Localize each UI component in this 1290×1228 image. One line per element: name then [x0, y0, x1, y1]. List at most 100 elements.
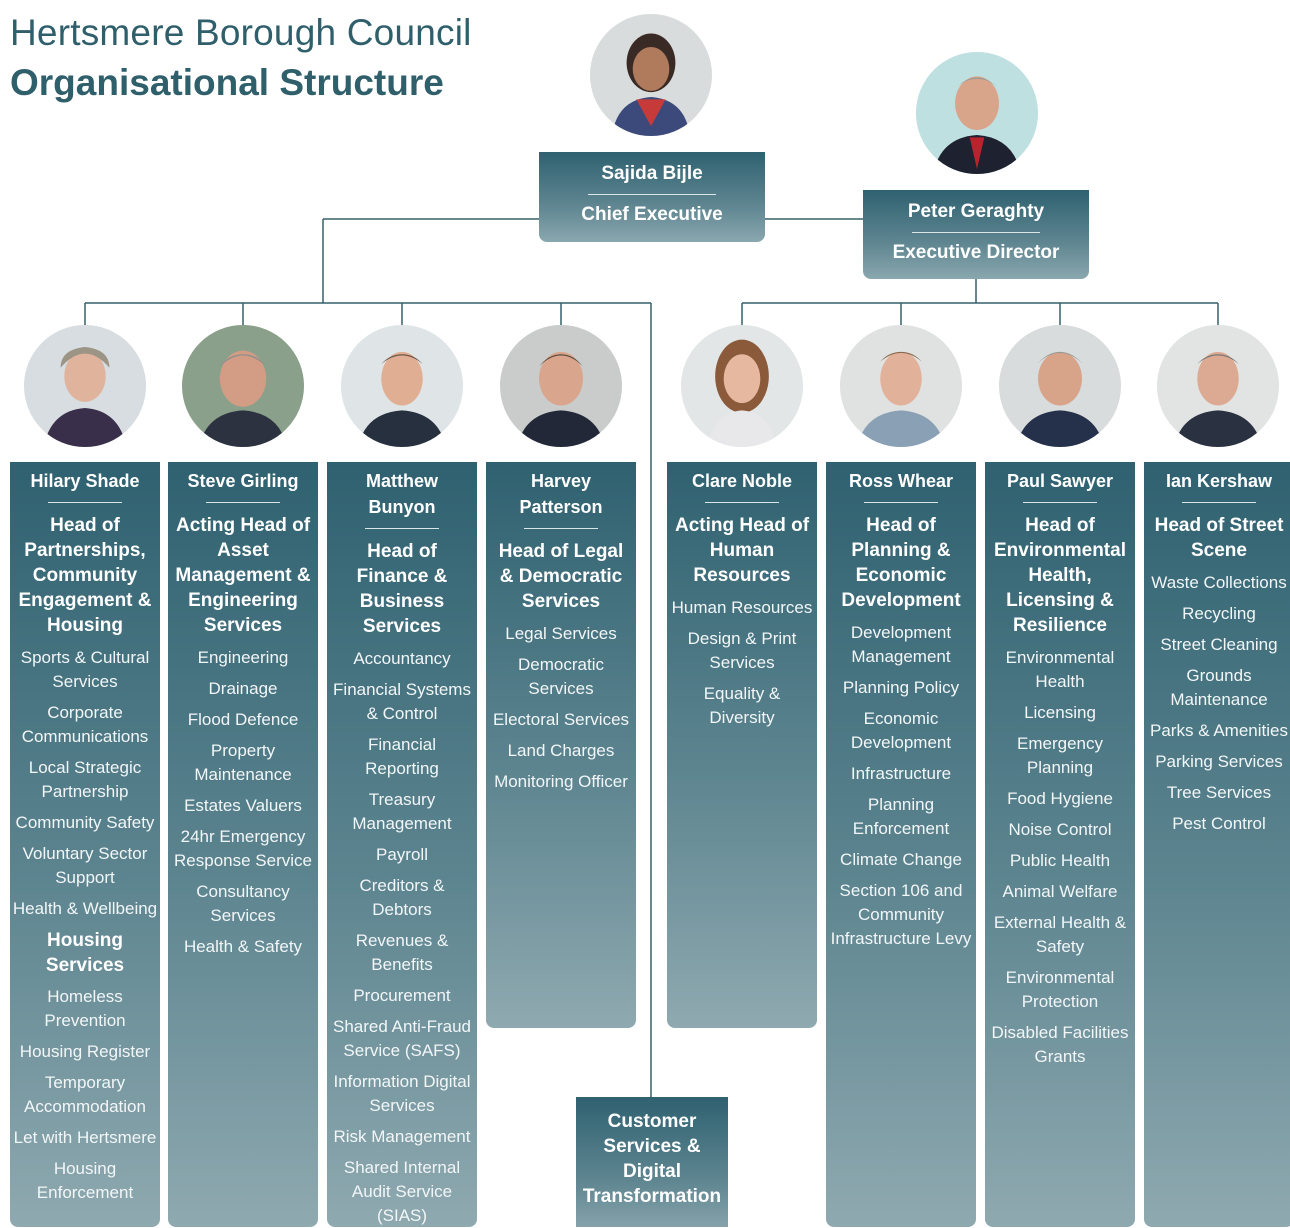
head-name: Harvey Patterson: [519, 471, 603, 517]
service-item: Health & Safety: [183, 937, 303, 956]
service-item: Environmental Health: [1005, 648, 1115, 691]
service-item: Recycling: [1182, 604, 1256, 623]
head-name: Ross Whear: [848, 471, 954, 491]
service-item: Risk Management: [333, 1127, 471, 1146]
service-item: Shared Internal Audit Service (SIAS): [343, 1158, 461, 1225]
service-item: Tree Services: [1166, 783, 1272, 802]
divider: [524, 528, 598, 529]
divider: [705, 502, 779, 503]
service-item: Land Charges: [507, 741, 615, 760]
service-item: Climate Change: [840, 850, 962, 869]
executive-director-box: Peter Geraghty Executive Director: [863, 190, 1089, 279]
service-item: 24hr Emergency Response Service: [174, 827, 312, 870]
chief-executive-name: Sajida Bijle: [601, 163, 703, 184]
service-item: Voluntary Sector Support: [22, 844, 148, 887]
service-item: Democratic Services: [518, 655, 604, 698]
head-photo: [24, 325, 146, 447]
head-name: Ian Kershaw: [1165, 471, 1273, 491]
service-item: Licensing: [1024, 703, 1096, 722]
service-item: Design & Print Services: [687, 629, 797, 672]
service-item: Accountancy: [353, 649, 451, 668]
service-item: Drainage: [208, 679, 278, 698]
service-list: Waste Collections Recycling Street Clean…: [1144, 571, 1290, 836]
column-ian-kershaw: Ian Kershaw Head of Street Scene Waste C…: [1144, 462, 1290, 1227]
service-item: Property Maintenance: [194, 741, 292, 784]
service-list: Sports & Cultural Services Corporate Com…: [10, 646, 160, 1205]
service-list: Accountancy Financial Systems & Control …: [327, 647, 477, 1228]
service-item: Housing Enforcement: [36, 1159, 134, 1202]
divider: [1182, 502, 1256, 503]
service-item: Estates Valuers: [184, 796, 302, 815]
service-item: Health & Wellbeing: [12, 899, 158, 918]
chief-executive-photo: [590, 14, 712, 136]
service-item: Sports & Cultural Services: [20, 648, 150, 691]
head-role: Head of Finance & Business Services: [356, 541, 448, 637]
service-item: Equality & Diversity: [703, 684, 781, 727]
service-item: Food Hygiene: [1007, 789, 1113, 808]
head-photo: [341, 325, 463, 447]
service-item: Emergency Planning: [1017, 734, 1103, 777]
head-photo: [1157, 325, 1279, 447]
executive-director-role: Executive Director: [892, 242, 1060, 263]
service-item: Local Strategic Partnership: [28, 758, 142, 801]
service-item: Monitoring Officer: [494, 772, 628, 791]
head-photo: [182, 325, 304, 447]
service-item: Animal Welfare: [1002, 882, 1118, 901]
head-role: Acting Head of Asset Management & Engine…: [175, 515, 311, 636]
service-item: Grounds Maintenance: [1170, 666, 1268, 709]
title-line-1: Hertsmere Borough Council: [10, 12, 472, 53]
divider: [206, 502, 280, 503]
column-clare-noble: Clare Noble Acting Head of Human Resourc…: [667, 462, 817, 1028]
service-item: Temporary Accommodation: [24, 1073, 146, 1116]
service-item: Pest Control: [1172, 814, 1266, 833]
head-name: Clare Noble: [691, 471, 793, 491]
service-item: Housing Register: [19, 1042, 151, 1061]
head-role: Head of Environmental Health, Licensing …: [994, 515, 1126, 636]
service-item: Noise Control: [1008, 820, 1112, 839]
column-paul-sawyer: Paul Sawyer Head of Environmental Health…: [985, 462, 1135, 1227]
service-item: Parks & Amenities: [1150, 721, 1288, 740]
service-item: Economic Development: [850, 709, 952, 752]
service-item: Flood Defence: [187, 710, 299, 729]
service-item: Treasury Management: [352, 790, 452, 833]
service-item: Let with Hertsmere: [13, 1128, 157, 1147]
divider: [912, 232, 1040, 233]
column-ross-whear: Ross Whear Head of Planning & Economic D…: [826, 462, 976, 1227]
housing-services-subheading: Housing Services: [45, 930, 125, 976]
head-name: Hilary Shade: [30, 471, 140, 491]
service-item: Section 106 and Community Infrastructure…: [830, 881, 972, 948]
service-item: Community Safety: [15, 813, 155, 832]
head-role: Head of Partnerships, Community Engageme…: [18, 515, 152, 636]
service-list: Human Resources Design & Print Services …: [667, 596, 817, 730]
service-item: Legal Services: [505, 624, 617, 643]
divider: [588, 194, 716, 195]
service-item: Infrastructure: [850, 764, 952, 783]
head-role: Head of Planning & Economic Development: [841, 515, 961, 611]
service-item: Planning Policy: [842, 678, 960, 697]
service-item: Street Cleaning: [1160, 635, 1278, 654]
service-item: Homeless Prevention: [44, 987, 126, 1030]
executive-director-photo: [916, 52, 1038, 174]
divider: [1023, 502, 1097, 503]
service-list: Environmental Health Licensing Emergency…: [985, 646, 1135, 1069]
column-harvey-patterson: Harvey Patterson Head of Legal & Democra…: [486, 462, 636, 1028]
service-item: Engineering: [197, 648, 289, 667]
service-item: Parking Services: [1155, 752, 1283, 771]
service-list: Development Management Planning Policy E…: [826, 621, 976, 951]
chief-executive-box: Sajida Bijle Chief Executive: [539, 152, 765, 242]
service-item: Human Resources: [671, 598, 813, 617]
service-item: External Health & Safety: [993, 913, 1127, 956]
service-item: Consultancy Services: [196, 882, 290, 925]
service-item: Disabled Facilities Grants: [991, 1023, 1129, 1066]
head-name: Steve Girling: [187, 471, 299, 491]
head-role: Head of Legal & Democratic Services: [498, 541, 624, 612]
service-item: Financial Systems & Control: [333, 680, 471, 723]
head-photo: [500, 325, 622, 447]
service-list: Engineering Drainage Flood Defence Prope…: [168, 646, 318, 959]
service-item: Payroll: [376, 845, 428, 864]
service-item: Planning Enforcement: [852, 795, 950, 838]
column-hilary-shade: Hilary Shade Head of Partnerships, Commu…: [10, 462, 160, 1227]
service-item: Public Health: [1009, 851, 1111, 870]
divider: [365, 528, 439, 529]
executive-director-name: Peter Geraghty: [907, 201, 1045, 222]
